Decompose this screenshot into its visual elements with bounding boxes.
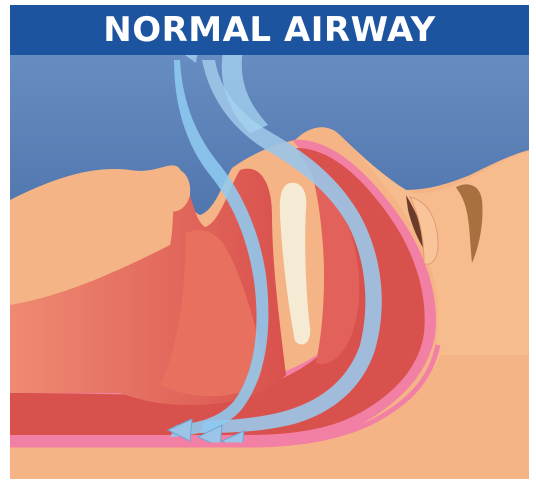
- title-banner: NORMAL AIRWAY: [10, 5, 529, 55]
- diagram-frame: NORMAL AIRWAY: [10, 5, 529, 479]
- diagram-title: NORMAL AIRWAY: [103, 13, 436, 47]
- airway-illustration: [10, 5, 529, 479]
